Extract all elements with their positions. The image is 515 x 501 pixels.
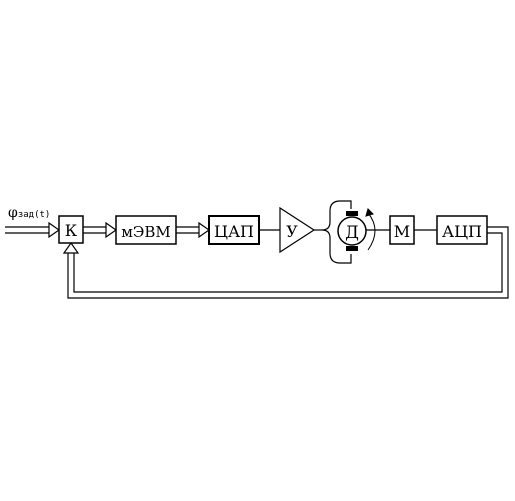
- arrow-k-to-mevm: [83, 221, 118, 239]
- arrow-mevm-to-cap: [176, 221, 211, 239]
- cap-label: ЦАП: [214, 222, 254, 241]
- mevm-block: [115, 215, 177, 245]
- input-label: φзад(t): [8, 205, 50, 221]
- feedback-path: [62, 226, 509, 299]
- motor-symbol: [337, 211, 367, 251]
- mevm-label: мЭВМ: [121, 223, 171, 241]
- input-arrow: [5, 221, 61, 239]
- k-label: К: [65, 221, 78, 240]
- amplifier-triangle: [279, 206, 316, 254]
- acp-block: [436, 215, 488, 245]
- motor-bracket: [321, 200, 352, 264]
- m-label: М: [394, 222, 410, 241]
- motor-label: Д: [345, 223, 359, 243]
- amp-label: У: [286, 222, 298, 241]
- acp-label: АЦП: [442, 222, 482, 241]
- rotation-arrow-icon: [365, 208, 376, 251]
